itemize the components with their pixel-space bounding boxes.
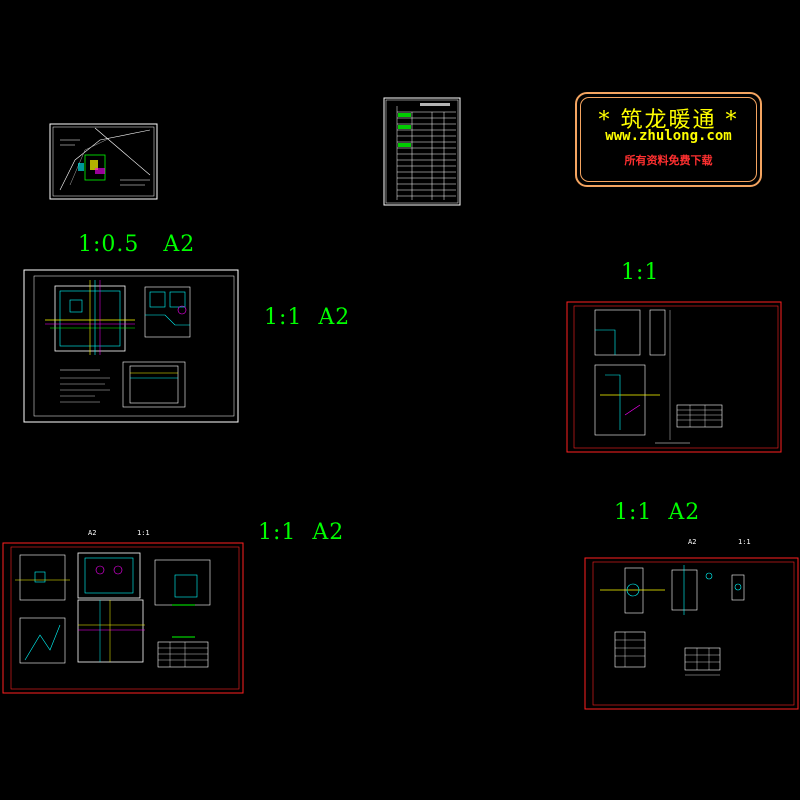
sheet-piping-section[interactable]	[2, 542, 244, 694]
scale-label-sheet4: 1:1	[621, 260, 660, 285]
logo-url[interactable]: www.zhulong.com	[605, 128, 732, 144]
small-label-sheet5-size: A2	[88, 529, 97, 537]
scale-label-sheet5: 1:1 A2	[258, 520, 345, 545]
logo-title: * 筑龙暖通 *	[598, 108, 739, 133]
sheet-cooling-tower-plan[interactable]	[23, 269, 239, 423]
logo-subtitle: 所有资料免费下载	[624, 154, 713, 167]
logo-inner-border	[580, 97, 757, 182]
small-label-sheet6-scale: 1:1	[738, 538, 751, 546]
sheet-material-table[interactable]	[383, 97, 461, 206]
zhulong-logo: * 筑龙暖通 * www.zhulong.com 所有资料免费下载	[575, 92, 762, 187]
small-label-sheet6-size: A2	[688, 538, 697, 546]
scale-label-sheet3: 1:1 A2	[264, 305, 351, 330]
scale-label-sheet6: 1:1 A2	[614, 500, 701, 525]
scale-label-sheet2: 1:0.5 A2	[78, 232, 196, 257]
sheet-site-plan[interactable]	[49, 123, 158, 200]
small-label-sheet5-scale: 1:1	[137, 529, 150, 537]
sheet-pump-detail[interactable]	[566, 301, 782, 453]
sheet-fitting-detail[interactable]	[584, 557, 799, 710]
